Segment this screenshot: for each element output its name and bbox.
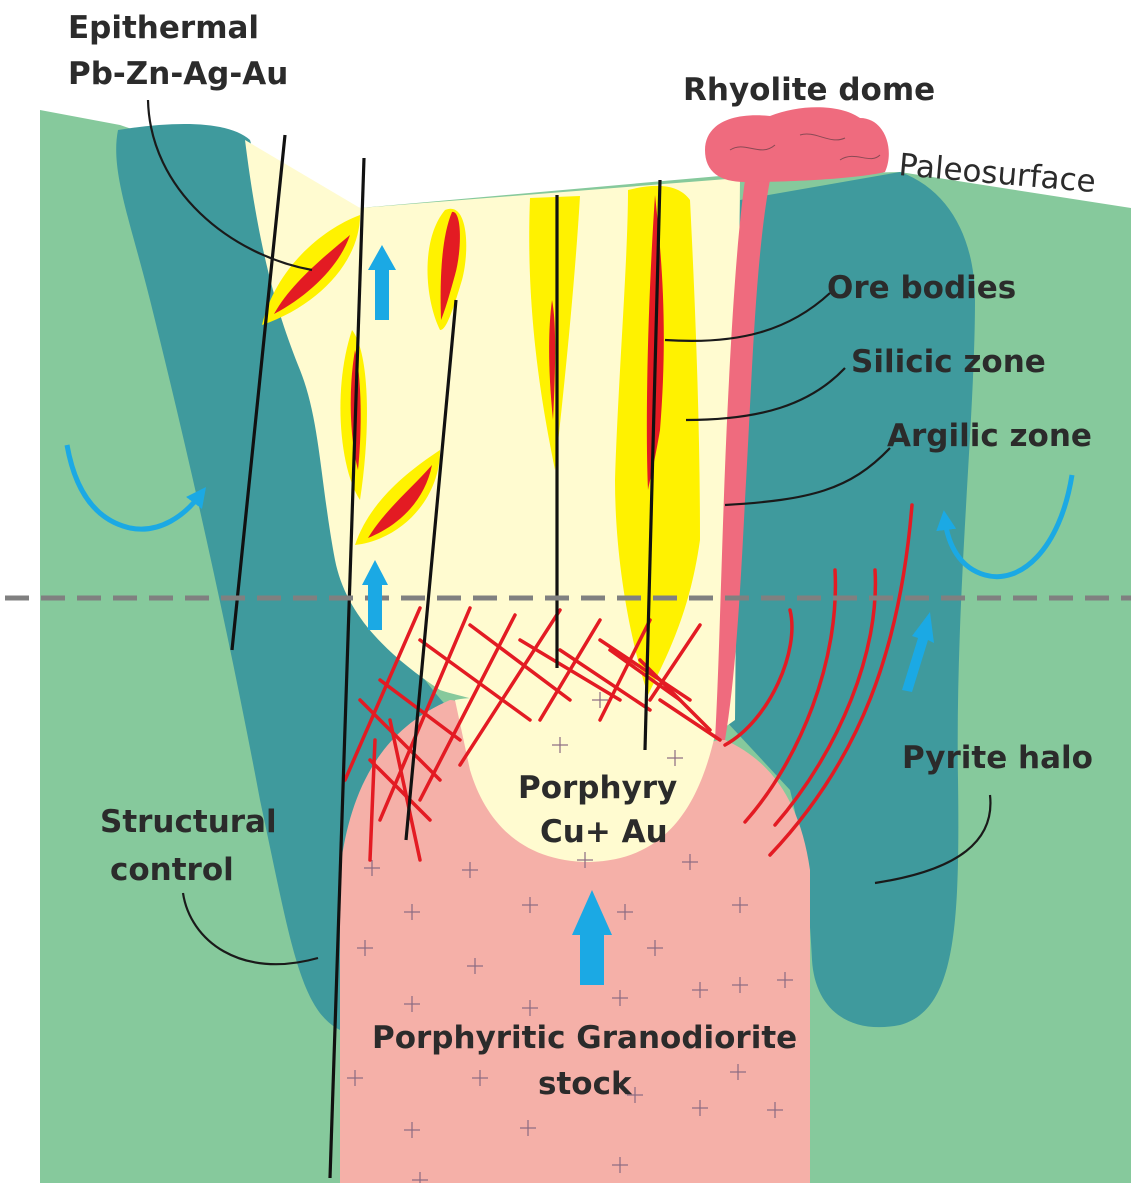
label-porphyry: Porphyry (518, 770, 677, 806)
label-silicic-zone: Silicic zone (851, 344, 1046, 380)
label-epithermal-metals: Pb-Zn-Ag-Au (68, 56, 288, 92)
label-epithermal: Epithermal (68, 10, 259, 46)
label-pyrite-halo: Pyrite halo (902, 740, 1093, 776)
label-ore-bodies: Ore bodies (827, 270, 1016, 306)
label-granodiorite: Porphyritic Granodiorite (372, 1020, 797, 1056)
label-rhyolite-dome: Rhyolite dome (683, 72, 935, 108)
label-structural: Structural (100, 804, 277, 840)
label-stock: stock (538, 1066, 633, 1102)
label-control: control (110, 852, 234, 888)
rhyolite-dome (705, 107, 889, 182)
label-argilic-zone: Argilic zone (887, 418, 1092, 454)
label-porphyry-metals: Cu+ Au (540, 814, 668, 850)
